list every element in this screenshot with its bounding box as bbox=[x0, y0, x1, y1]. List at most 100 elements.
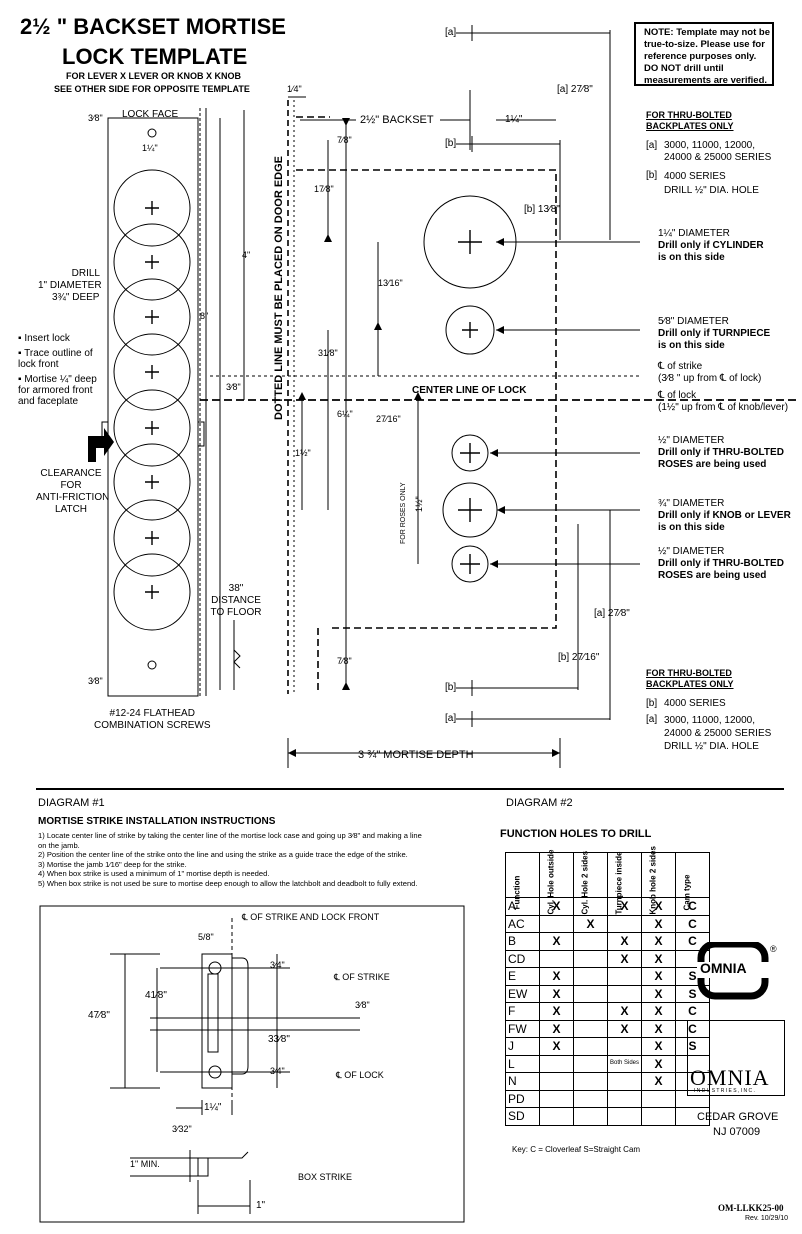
col-cyl-2-sides: Cyl. Hole 2 sides bbox=[573, 851, 608, 915]
table-cell: X bbox=[641, 949, 676, 968]
clearance-label: CLEARANCE FOR ANTI-FRICTION LATCH bbox=[36, 468, 110, 516]
disclaimer-note: NOTE: Template may not be true-to-size. … bbox=[634, 22, 774, 86]
install-bullets: ▪ Insert lock bbox=[18, 333, 70, 345]
page-subtitle-1: FOR LEVER X LEVER OR KNOB X KNOB bbox=[66, 71, 242, 81]
function-code-cell: J bbox=[505, 1037, 540, 1056]
d1-dim-5-8: 5/8" bbox=[198, 932, 214, 942]
table-cell bbox=[573, 1002, 608, 1021]
b-2-7-16: [b] 27⁄16" bbox=[558, 652, 600, 663]
table-cell: X bbox=[641, 1002, 676, 1021]
dim-2-7-16: 27⁄16" bbox=[376, 414, 401, 424]
instruction-steps: 1) Locate center line of strike by takin… bbox=[38, 831, 422, 889]
turnpiece-note: 5⁄8" DIAMETER Drill only if TURNPIECE is… bbox=[658, 316, 770, 352]
distance-line-2: DISTANCE bbox=[211, 595, 261, 606]
d1-dim-3-3-8: 33⁄8" bbox=[268, 1034, 290, 1045]
cyl-line-3: is on this side bbox=[658, 252, 725, 263]
table-cell: C bbox=[675, 914, 710, 933]
clearance-line-3: ANTI-FRICTION bbox=[36, 492, 110, 503]
for-roses-label: FOR ROSES ONLY bbox=[400, 482, 407, 544]
dim-1-1-4: 1¼" bbox=[142, 143, 158, 153]
drill-line-1: DRILL bbox=[71, 268, 100, 279]
d1-dim-1: 1" bbox=[256, 1200, 266, 1211]
knob-note: ¾" DIAMETER Drill only if KNOB or LEVER … bbox=[658, 498, 791, 534]
door-edge-label: DOTTED LINE MUST BE PLACED ON DOOR EDGE bbox=[273, 155, 285, 420]
table-cell bbox=[607, 967, 642, 986]
table-cell bbox=[641, 1107, 676, 1126]
strike-centerline-note: ℄ of strike (3⁄8 " up from ℄ of lock) bbox=[658, 361, 761, 385]
rose1-line-2: Drill only if THRU-BOLTED bbox=[658, 447, 784, 458]
table-cell: X bbox=[539, 1019, 574, 1038]
table-cell: X bbox=[641, 1037, 676, 1056]
registered-mark: ® bbox=[770, 944, 777, 954]
table-cell bbox=[675, 1107, 710, 1126]
col-cyl-outside: Cyl. Hole outside bbox=[539, 850, 574, 915]
step-1: 1) Locate center line of strike by takin… bbox=[38, 831, 422, 840]
drill-line-3: 3¾" DEEP bbox=[52, 292, 100, 303]
diagram2-label: DIAGRAM #2 bbox=[506, 797, 573, 809]
diagram2-heading: FUNCTION HOLES TO DRILL bbox=[500, 828, 652, 840]
function-code-cell: EW bbox=[505, 984, 540, 1003]
table-row: PD bbox=[505, 1089, 710, 1108]
table-cell bbox=[573, 949, 608, 968]
lock-line-2: (1½" up from ℄ of knob/lever) bbox=[658, 402, 789, 413]
table-cell bbox=[607, 984, 642, 1003]
step-3: 3) Mortise the jamb 1⁄16" deep for the s… bbox=[38, 859, 187, 869]
thru-bottom-a-line-3: DRILL ½" DIA. HOLE bbox=[664, 741, 759, 752]
thru-top-a-text: 3000, 11000, 12000, 24000 & 25000 SERIES bbox=[664, 140, 771, 164]
thru-top-a-line-1: 3000, 11000, 12000, bbox=[664, 140, 756, 151]
drill-line-2: 1" DIAMETER bbox=[38, 280, 102, 291]
lock-face-label: LOCK FACE bbox=[122, 109, 179, 120]
rose1-line-1: ½" DIAMETER bbox=[658, 435, 725, 446]
table-cell: C bbox=[675, 932, 710, 951]
turnpiece-hole bbox=[445, 305, 495, 355]
distance-to-floor: 38" DISTANCE TO FLOOR bbox=[204, 583, 268, 619]
d1-dim-4-1-8: 41⁄8" bbox=[145, 990, 167, 1001]
thru-top-a-line-2: 24000 & 25000 SERIES bbox=[664, 152, 772, 163]
diagram1-label: DIAGRAM #1 bbox=[38, 797, 105, 809]
function-code-cell: L bbox=[505, 1054, 540, 1073]
thru-top-b-label: [b] bbox=[646, 170, 658, 181]
table-cell bbox=[573, 932, 608, 951]
table-cell bbox=[573, 1054, 608, 1073]
drill-circles bbox=[113, 169, 191, 631]
table-cell: X bbox=[607, 1002, 642, 1021]
table-cell bbox=[607, 1072, 642, 1091]
state-label: NJ 07009 bbox=[713, 1126, 761, 1138]
rose-note-top: ½" DIAMETER Drill only if THRU-BOLTED RO… bbox=[658, 435, 784, 471]
dim-3-1-8: 31⁄8" bbox=[318, 348, 338, 358]
table-cell bbox=[573, 897, 608, 916]
thru-top-b-text: 4000 SERIES DRILL ½" DIA. HOLE bbox=[664, 170, 759, 198]
bullet-insert-lock: ▪ Insert lock bbox=[18, 333, 70, 344]
table-cell bbox=[607, 914, 642, 933]
table-row: SD bbox=[505, 1107, 710, 1126]
function-code-cell: N bbox=[505, 1072, 540, 1091]
screws-label: #12-24 FLATHEAD COMBINATION SCREWS bbox=[94, 708, 210, 732]
function-code-cell: PD bbox=[505, 1089, 540, 1108]
omnia-industries-logo: OMNIA I N D U S T R I E S , I N C . bbox=[687, 1020, 785, 1096]
strike-line-2: (3⁄8 " up from ℄ of lock) bbox=[658, 373, 762, 384]
table-cell bbox=[539, 1089, 574, 1108]
dim-1-4: 1⁄4" bbox=[287, 84, 302, 94]
thru-bottom-a-line-2: 24000 & 25000 SERIES bbox=[664, 728, 772, 739]
table-cell bbox=[607, 1089, 642, 1108]
d1-of-strike: ℄ OF STRIKE bbox=[334, 972, 390, 982]
table-cell bbox=[573, 1019, 608, 1038]
b-top-marker: [b] bbox=[445, 138, 457, 149]
table-cell bbox=[641, 1089, 676, 1108]
table-cell: X bbox=[641, 897, 676, 916]
rose-note-bottom: ½" DIAMETER Drill only if THRU-BOLTED RO… bbox=[658, 546, 784, 582]
cylinder-note: 1¼" DIAMETER Drill only if CYLINDER is o… bbox=[658, 228, 764, 264]
omnia-serif-wordmark: OMNIA bbox=[690, 1065, 770, 1090]
rose2-line-2: Drill only if THRU-BOLTED bbox=[658, 558, 784, 569]
dim-1-7-8: 17⁄8" bbox=[314, 184, 334, 194]
rev-date: Rev. 10/29/10 bbox=[745, 1215, 789, 1222]
omnia-logo-icon bbox=[697, 942, 769, 1000]
function-code-cell: FW bbox=[505, 1019, 540, 1038]
thru-bottom-a-text: 3000, 11000, 12000, 24000 & 25000 SERIES… bbox=[664, 714, 771, 753]
thru-bottom-a-line-1: 3000, 11000, 12000, bbox=[664, 715, 756, 726]
city-label: CEDAR GROVE bbox=[697, 1111, 779, 1123]
